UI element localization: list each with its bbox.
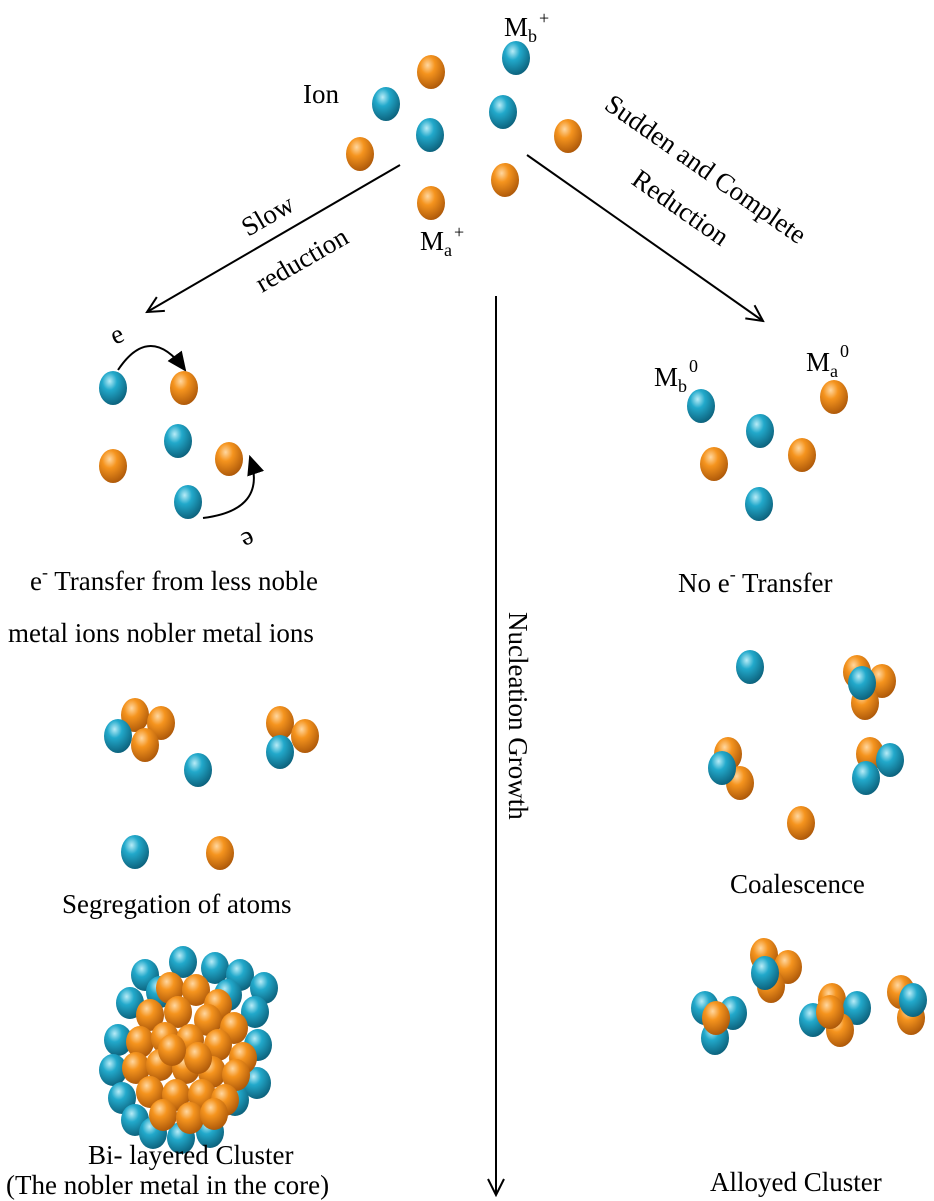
ma-atom: [417, 55, 445, 89]
mb-atom: [266, 735, 294, 769]
ma-atom: [164, 996, 192, 1028]
coalescence-caption: Coalescence: [730, 869, 865, 899]
ma-atom: [149, 1099, 177, 1131]
ma-atom: [868, 664, 896, 698]
mb-atom: [751, 956, 779, 990]
ma-atom: [184, 1042, 212, 1074]
ma-atom: [787, 806, 815, 840]
ion-label: Ion: [303, 79, 339, 109]
ma-atom: [291, 719, 319, 753]
ma-atom: [206, 836, 234, 870]
mb-atom: [745, 487, 773, 521]
ma-atom: [266, 706, 294, 740]
mb-atom: [746, 414, 774, 448]
nucleation-growth-label: Nucleation Growth: [503, 612, 533, 820]
mb-atom: [736, 650, 764, 684]
electron-transfer-arrow-top: [117, 345, 187, 372]
ma-atom: [700, 447, 728, 481]
ma-atom: [820, 380, 848, 414]
ma-atom: [158, 1034, 186, 1066]
mb-atom: [241, 996, 269, 1028]
ma-atom: [702, 1001, 730, 1035]
ma-atom: [417, 186, 445, 220]
ma-atom: [182, 974, 210, 1006]
ma-atom: [346, 137, 374, 171]
bilayer-caption-line1: Bi- layered Cluster: [88, 1140, 293, 1170]
mb-atom: [104, 719, 132, 753]
atom-group: [99, 41, 927, 1154]
ma-atom: [99, 449, 127, 483]
mb-atom: [852, 761, 880, 795]
ma-zero-label: Ma0: [806, 341, 849, 381]
mb-atom: [104, 1024, 132, 1056]
ma-atom: [200, 1098, 228, 1130]
ma-atom: [170, 371, 198, 405]
ma-plus-label: Ma+: [420, 222, 464, 260]
ma-atom: [136, 1076, 164, 1108]
transfer-caption-line2: metal ions nobler metal ions: [8, 618, 314, 648]
mb-atom: [174, 485, 202, 519]
mb-atom: [843, 991, 871, 1025]
ma-atom: [491, 163, 519, 197]
mb-atom: [184, 753, 212, 787]
ma-atom: [147, 706, 175, 740]
ma-atom: [554, 119, 582, 153]
mb-atom: [502, 41, 530, 75]
bilayer-caption-line2: (The nobler metal in the core): [6, 1170, 329, 1200]
ma-atom: [194, 1004, 222, 1036]
sudden-reduction-arrow: [526, 154, 763, 321]
slow-reduction-arrow: [147, 164, 401, 312]
ma-atom: [215, 442, 243, 476]
ma-atom: [131, 728, 159, 762]
mb-atom: [899, 983, 927, 1017]
mb-atom: [489, 95, 517, 129]
mb-plus-label: Mb+: [504, 8, 549, 46]
ma-atom: [222, 1059, 250, 1091]
mb-atom: [121, 835, 149, 869]
ma-atom: [788, 438, 816, 472]
mb-atom: [708, 751, 736, 785]
ma-atom: [122, 1052, 150, 1084]
ma-atom: [121, 698, 149, 732]
alloyed-caption: Alloyed Cluster: [710, 1167, 882, 1197]
mb-atom: [201, 952, 229, 984]
segregation-caption: Segregation of atoms: [62, 889, 291, 919]
mb-atom: [416, 118, 444, 152]
transfer-caption-line1: e- Transfer from less noble: [30, 562, 318, 596]
ma-atom: [136, 999, 164, 1031]
ma-atom: [156, 972, 184, 1004]
slow-label: Slow: [236, 188, 300, 242]
ma-atom: [126, 1026, 154, 1058]
mb-atom: [372, 87, 400, 121]
electron-label-bottom: e: [237, 525, 261, 557]
ma-atom: [176, 1102, 204, 1134]
electron-transfer-arrow-bottom: [202, 454, 264, 519]
mb-zero-label: Mb0: [654, 356, 698, 396]
no-transfer-caption: No e- Transfer: [678, 564, 833, 598]
mb-atom: [169, 946, 197, 978]
electron-label-top: e: [105, 318, 129, 350]
mb-atom: [848, 666, 876, 700]
mb-atom: [250, 972, 278, 1004]
mb-atom: [876, 743, 904, 777]
mb-atom: [99, 1054, 127, 1086]
mb-atom: [687, 389, 715, 423]
mb-atom: [99, 371, 127, 405]
mb-atom: [164, 424, 192, 458]
ma-atom: [816, 995, 844, 1029]
